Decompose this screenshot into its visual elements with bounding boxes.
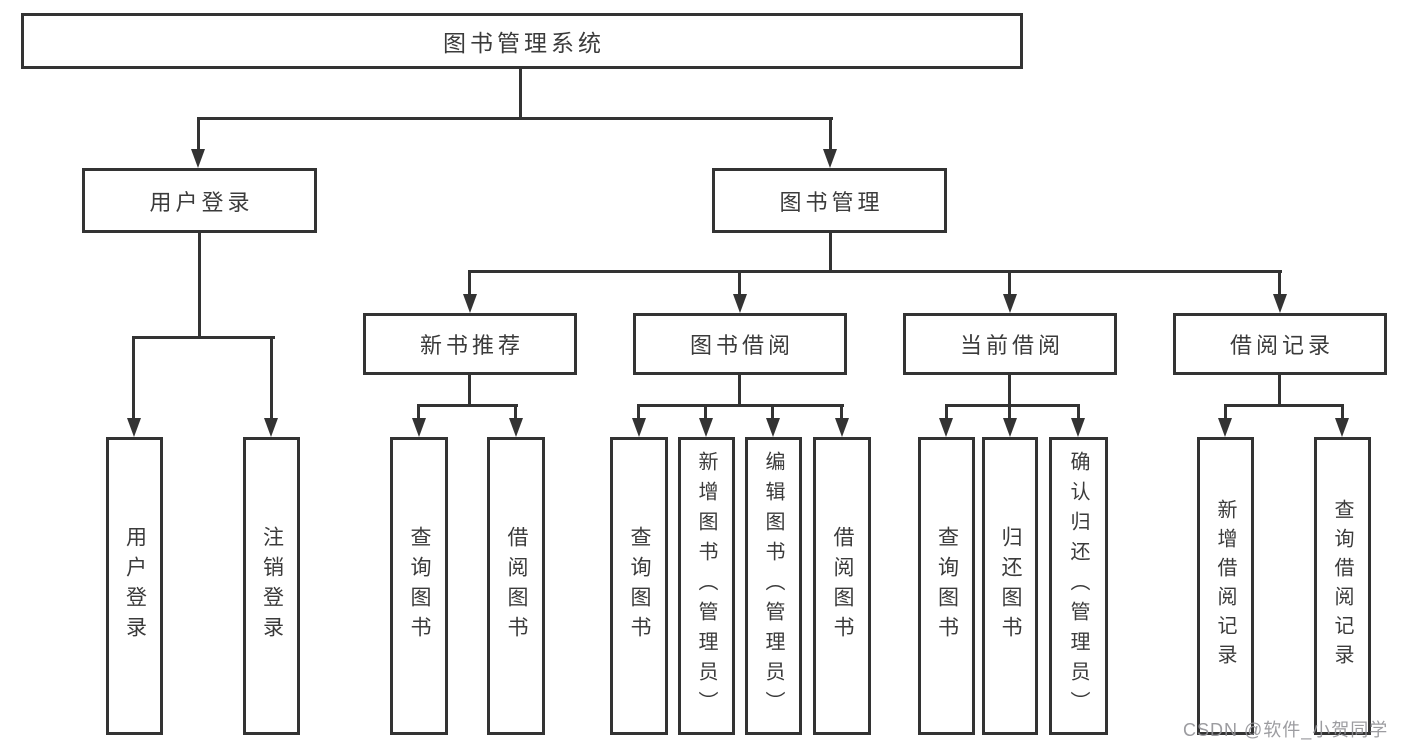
watermark: CSDN @软件_小贺同学 — [1183, 720, 1389, 740]
leaf-edit-book-admin: 编辑图书（管理员） — [745, 437, 802, 735]
arrow-down-icon — [463, 294, 477, 313]
leaf-label: 查询图书 — [935, 526, 959, 646]
connector-line — [840, 404, 843, 420]
arrow-down-icon — [1273, 294, 1287, 313]
leaf-borrow-books-2: 借阅图书 — [813, 437, 871, 735]
node-borrowing-records: 借阅记录 — [1173, 313, 1387, 375]
arrow-down-icon — [766, 418, 780, 437]
leaf-label: 查询图书 — [408, 526, 431, 646]
arrow-down-icon — [1335, 418, 1349, 437]
node-label: 图书管理 — [779, 189, 884, 215]
leaf-label: 归还图书 — [999, 526, 1022, 646]
connector-line — [771, 404, 774, 420]
connector-line — [1341, 404, 1344, 420]
arrow-down-icon — [1003, 294, 1017, 313]
leaf-label: 新增图书（管理员） — [695, 451, 717, 721]
leaf-label: 注销登录 — [260, 526, 284, 646]
node-user-login: 用户登录 — [82, 168, 317, 233]
connector-line — [829, 117, 832, 150]
leaf-label: 用户登录 — [123, 526, 147, 646]
arrow-down-icon — [264, 418, 278, 437]
connector-line — [945, 404, 948, 420]
leaf-add-borrow-record: 新增借阅记录 — [1197, 437, 1254, 735]
node-label: 图书借阅 — [689, 333, 794, 358]
connector-line — [197, 117, 833, 120]
leaf-label: 借阅图书 — [831, 526, 854, 646]
arrow-down-icon — [733, 294, 747, 313]
leaf-logout: 注销登录 — [243, 437, 300, 735]
connector-line — [514, 404, 517, 420]
connector-line — [132, 336, 275, 339]
leaf-label: 编辑图书（管理员） — [762, 451, 784, 721]
arrow-down-icon — [191, 149, 205, 168]
leaf-return-books: 归还图书 — [982, 437, 1038, 735]
connector-line — [468, 270, 1282, 273]
leaf-add-book-admin: 新增图书（管理员） — [678, 437, 735, 735]
connector-line — [1278, 270, 1281, 295]
arrow-down-icon — [699, 418, 713, 437]
node-label: 借阅记录 — [1229, 333, 1334, 358]
node-label: 用户登录 — [149, 189, 254, 215]
connector-line — [417, 404, 518, 407]
leaf-query-books: 查询图书 — [390, 437, 448, 735]
leaf-label: 确认归还（管理员） — [1067, 451, 1089, 721]
arrow-down-icon — [1218, 418, 1232, 437]
connector-line — [1224, 404, 1227, 420]
connector-line — [738, 375, 741, 406]
connector-line — [829, 233, 832, 272]
arrow-down-icon — [412, 418, 426, 437]
arrow-down-icon — [1003, 418, 1017, 437]
arrow-down-icon — [632, 418, 646, 437]
connector-line — [1008, 270, 1011, 295]
arrow-down-icon — [835, 418, 849, 437]
connector-line — [637, 404, 640, 420]
arrow-down-icon — [1071, 418, 1085, 437]
node-library-management-system: 图书管理系统 — [21, 13, 1023, 69]
connector-line — [468, 270, 471, 295]
node-new-book-recommendation: 新书推荐 — [363, 313, 577, 375]
node-label: 当前借阅 — [959, 333, 1064, 358]
leaf-query-books-3: 查询图书 — [918, 437, 975, 735]
connector-line — [417, 404, 420, 420]
leaf-borrow-books: 借阅图书 — [487, 437, 545, 735]
arrow-down-icon — [127, 418, 141, 437]
node-current-borrowing: 当前借阅 — [903, 313, 1117, 375]
connector-line — [468, 375, 471, 406]
leaf-query-borrow-record: 查询借阅记录 — [1314, 437, 1371, 735]
connector-line — [270, 336, 273, 420]
connector-line — [1224, 404, 1344, 407]
leaf-confirm-return-admin: 确认归还（管理员） — [1049, 437, 1108, 735]
connector-line — [1008, 404, 1011, 420]
connector-line — [198, 233, 201, 338]
arrow-down-icon — [509, 418, 523, 437]
connector-line — [519, 69, 522, 119]
arrow-down-icon — [939, 418, 953, 437]
connector-line — [738, 270, 741, 295]
leaf-label: 查询图书 — [628, 526, 651, 646]
leaf-label: 借阅图书 — [505, 526, 528, 646]
connector-line — [704, 404, 707, 420]
connector-line — [945, 404, 1080, 407]
connector-line — [1008, 375, 1011, 406]
leaf-user-login: 用户登录 — [106, 437, 163, 735]
node-book-management: 图书管理 — [712, 168, 947, 233]
connector-line — [1077, 404, 1080, 420]
connector-line — [637, 404, 844, 407]
node-label: 新书推荐 — [419, 333, 524, 358]
leaf-label: 查询借阅记录 — [1331, 499, 1353, 673]
node-label: 图书管理系统 — [443, 30, 605, 56]
node-book-borrowing: 图书借阅 — [633, 313, 847, 375]
connector-line — [197, 117, 200, 150]
connector-line — [132, 336, 135, 420]
leaf-query-books-2: 查询图书 — [610, 437, 668, 735]
arrow-down-icon — [823, 149, 837, 168]
leaf-label: 新增借阅记录 — [1214, 499, 1236, 673]
connector-line — [1278, 375, 1281, 406]
